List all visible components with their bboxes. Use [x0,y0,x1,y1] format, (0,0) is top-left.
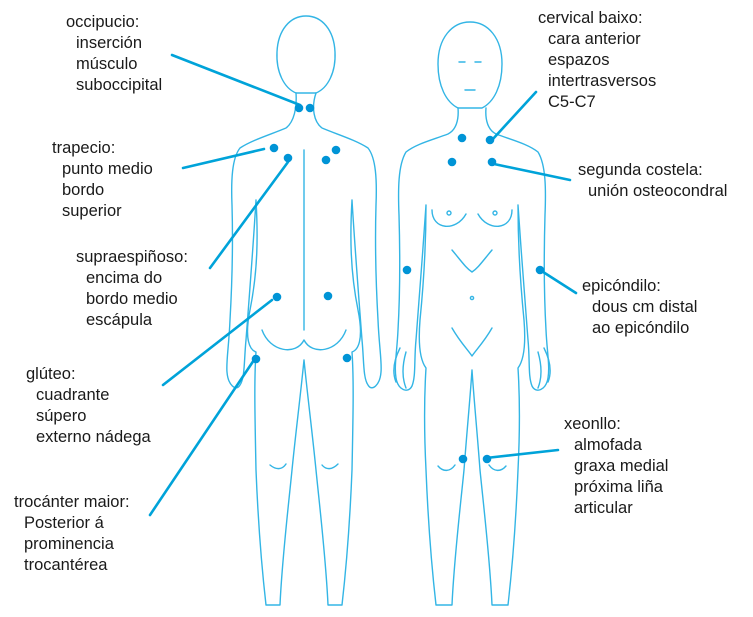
label-xeonllo: xeonllo: almofada graxa medial próxima l… [564,414,668,519]
point-epicondilo-right [536,266,545,275]
label-trocanter-line: trocantérea [14,555,130,576]
label-occipucio: occipucio: inserción músculo suboccipita… [66,12,162,96]
leader-costela [494,164,570,180]
label-xeonllo-line: almofada [564,435,668,456]
label-occipucio-head: occipucio: [66,12,162,33]
point-trocanter-left [252,355,261,364]
label-trocanter-line: prominencia [14,534,130,555]
label-gluteo-line: súpero [26,406,151,427]
front-head-outline [438,22,502,108]
leader-lines [150,55,576,515]
point-occipucio-right [306,104,315,113]
point-cervical-right [486,136,495,145]
point-trocanter-right [343,354,352,363]
label-supraespinoso-head: supraespiñoso: [76,247,188,268]
label-xeonllo-line: articular [564,498,668,519]
label-cervical-head: cervical baixo: [538,8,656,29]
leader-supraespinoso [210,162,288,268]
label-trocanter-line: Posterior á [14,513,130,534]
label-epicondilo: epicóndilo: dous cm distal ao epicóndilo [582,276,697,339]
front-nipple-left [447,211,451,215]
label-trapecio-line: superior [52,201,153,222]
leader-epicondilo [540,270,576,293]
label-xeonllo-head: xeonllo: [564,414,668,435]
leader-xeonllo [486,450,558,458]
point-cervical-left [458,134,467,143]
label-epicondilo-line: dous cm distal [582,297,697,318]
label-trapecio-line: bordo [52,180,153,201]
label-occipucio-line: suboccipital [66,75,162,96]
point-xeonllo-left [459,455,468,464]
label-cervical: cervical baixo: cara anterior espazos in… [538,8,656,113]
label-cervical-line: intertrasversos [538,71,656,92]
label-gluteo-line: cuadrante [26,385,151,406]
label-costela-head: segunda costela: [578,160,727,181]
label-occipucio-line: músculo [66,54,162,75]
label-xeonllo-line: próxima liña [564,477,668,498]
label-trocanter: trocánter maior: Posterior á prominencia… [14,492,130,576]
point-gluteo-right [324,292,333,301]
point-costela-right [488,158,497,167]
leader-cervical [492,92,536,140]
label-trocanter-head: trocánter maior: [14,492,130,513]
label-occipucio-line: inserción [66,33,162,54]
label-costela-line: unión osteocondral [578,181,727,202]
label-supraespinoso-line: escápula [76,310,188,331]
label-epicondilo-head: epicóndilo: [582,276,697,297]
label-trapecio-head: trapecio: [52,138,153,159]
front-navel [470,296,473,299]
point-costela-left [448,158,457,167]
tender-points [252,104,545,464]
front-pelvis [452,328,492,356]
front-view-figure [394,22,550,605]
label-supraespinoso-line: bordo medio [76,289,188,310]
label-costela: segunda costela: unión osteocondral [578,160,727,202]
back-view-figure [227,16,381,605]
point-gluteo-left [273,293,282,302]
label-gluteo-head: glúteo: [26,364,151,385]
point-xeonllo-right [483,455,492,464]
point-trapecio-left [270,144,279,153]
point-trapecio-right [332,146,341,155]
label-gluteo: glúteo: cuadrante súpero externo nádega [26,364,151,448]
label-trapecio: trapecio: punto medio bordo superior [52,138,153,222]
label-cervical-line: C5-C7 [538,92,656,113]
point-occipucio-left [295,104,304,113]
front-knee-left [438,465,455,470]
label-xeonllo-line: graxa medial [564,456,668,477]
label-epicondilo-line: ao epicóndilo [582,318,697,339]
label-supraespinoso-line: encima do [76,268,188,289]
leader-trapecio [183,149,264,168]
label-trapecio-line: punto medio [52,159,153,180]
point-epicondilo-left [403,266,412,275]
back-buttocks-line [262,330,346,350]
back-knee-left [270,464,286,469]
label-supraespinoso: supraespiñoso: encima do bordo medio esc… [76,247,188,331]
point-supraespinoso-right [322,156,331,165]
label-cervical-line: espazos [538,50,656,71]
back-head-outline [277,16,335,93]
label-gluteo-line: externo nádega [26,427,151,448]
point-supraespinoso-left [284,154,293,163]
label-cervical-line: cara anterior [538,29,656,50]
front-knee-right [489,465,506,470]
front-nipple-right [493,211,497,215]
back-knee-right [322,464,338,469]
front-ribs [452,250,492,272]
leader-occipucio [172,55,300,105]
front-breasts [432,210,512,226]
